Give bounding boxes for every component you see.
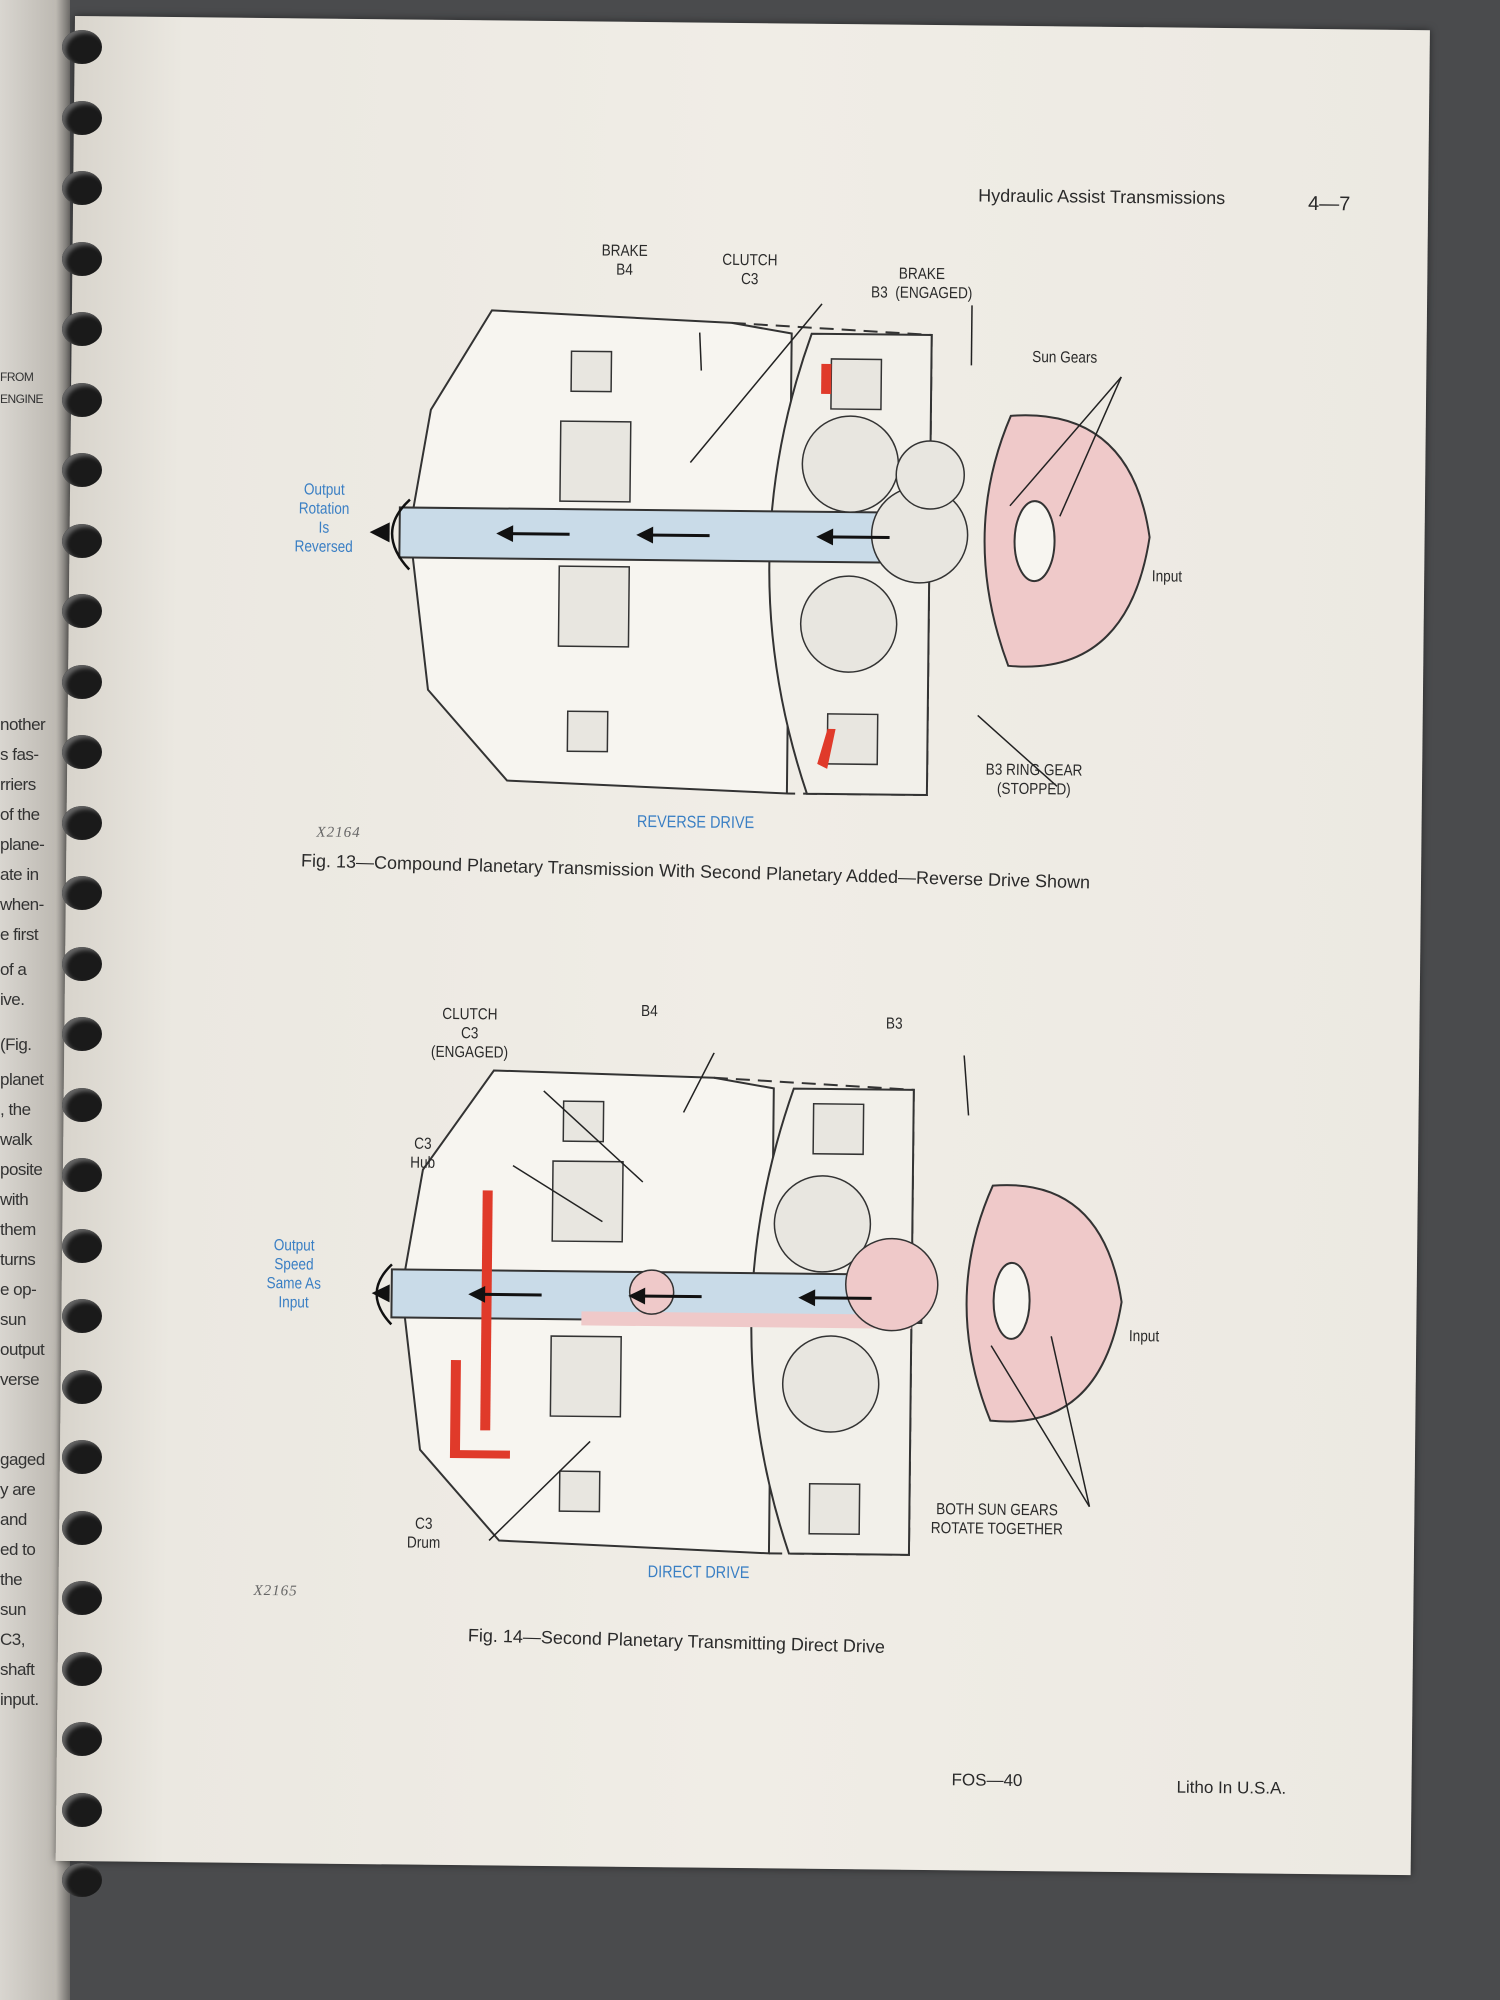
figure-14-diagram xyxy=(371,1052,1123,1556)
spiral-binding-ring xyxy=(62,1158,102,1192)
figure-13-diagram xyxy=(369,303,1151,796)
facing-page-text-fragment: them xyxy=(0,1220,36,1239)
spiral-binding-ring xyxy=(62,1228,102,1263)
facing-page-text-fragment: ENGINE xyxy=(0,392,44,406)
spiral-binding-ring xyxy=(62,30,102,64)
figure-13-code: X2164 xyxy=(316,824,361,842)
form-number: FOS—40 xyxy=(951,1770,1023,1791)
facing-page-text-fragment: e op- xyxy=(0,1280,37,1299)
spiral-binding-ring xyxy=(62,664,102,699)
spiral-binding-ring xyxy=(62,1792,102,1827)
label-c3-hub: C3 Hub xyxy=(410,1135,436,1172)
spiral-binding-ring xyxy=(62,523,102,558)
facing-page-text-fragment: sun xyxy=(0,1600,26,1619)
label-b4: B4 xyxy=(640,1002,658,1021)
label-input: Input xyxy=(1128,1328,1160,1346)
spiral-binding-ring xyxy=(62,1863,102,1897)
spiral-binding-ring xyxy=(62,1299,102,1333)
facing-page-text-fragment: ive. xyxy=(0,990,25,1009)
spiral-binding-ring xyxy=(62,382,102,417)
mode-reverse-drive: REVERSE DRIVE xyxy=(636,811,755,833)
spiral-binding-ring xyxy=(62,312,102,346)
spiral-binding-ring xyxy=(62,735,102,769)
label-brake-b4: BRAKE B4 xyxy=(601,242,648,279)
figure-13-caption: Fig. 13—Compound Planetary Transmission … xyxy=(300,850,1091,893)
facing-page-text-fragment: input. xyxy=(0,1690,39,1709)
facing-page-text-fragment: (Fig. xyxy=(0,1035,32,1054)
page-number: 4—7 xyxy=(1307,192,1351,216)
label-both-sun-gears: BOTH SUN GEARS ROTATE TOGETHER xyxy=(930,1501,1063,1539)
facing-page-text-fragment: shaft xyxy=(0,1660,35,1679)
spiral-binding-ring xyxy=(62,1369,102,1404)
litho-note: Litho In U.S.A. xyxy=(1176,1777,1287,1798)
facing-page-text-fragment: gaged xyxy=(0,1450,45,1469)
facing-page-text-fragment: rriers xyxy=(0,775,36,794)
facing-page-text-fragment: ed to xyxy=(0,1540,36,1559)
facing-page-text-fragment: FROM xyxy=(0,370,34,384)
spiral-binding-ring xyxy=(62,1651,102,1686)
document-page: Hydraulic Assist Transmissions 4—7 xyxy=(55,16,1430,1876)
mode-direct-drive: DIRECT DRIVE xyxy=(647,1562,750,1583)
figure-14-code: X2165 xyxy=(253,1582,298,1600)
facing-page-text-fragment: and xyxy=(0,1510,27,1529)
facing-page-edge: FROM ENGINE nother s fas-rriers of the plane-… xyxy=(0,0,70,2000)
label-b3-ring-gear: B3 RING GEAR (STOPPED) xyxy=(985,761,1083,799)
spiral-binding-ring xyxy=(62,1722,102,1756)
facing-page-text-fragment: sun xyxy=(0,1310,26,1329)
label-clutch-c3: CLUTCH C3 xyxy=(722,251,778,289)
spiral-binding-ring xyxy=(62,1510,102,1545)
facing-page-text-fragment: y are xyxy=(0,1480,36,1499)
spiral-binding-ring xyxy=(62,1440,102,1474)
label-b3: B3 xyxy=(885,1015,903,1033)
running-header: Hydraulic Assist Transmissions xyxy=(978,185,1226,209)
spiral-binding-ring xyxy=(62,805,102,840)
facing-page-text-fragment: C3, xyxy=(0,1630,25,1649)
facing-page-text-fragment: walk xyxy=(0,1130,33,1149)
facing-page-text-fragment: , the xyxy=(0,1100,31,1119)
facing-page-text-fragment: ate in xyxy=(0,865,39,884)
facing-page-text-fragment: plane- xyxy=(0,835,45,854)
spiral-binding-ring xyxy=(62,1581,102,1615)
label-output-same-speed: Output Speed Same As Input xyxy=(266,1237,322,1312)
facing-page-text-fragment: posite xyxy=(0,1160,43,1179)
spiral-binding-ring xyxy=(62,100,102,135)
facing-page-text-fragment: output xyxy=(0,1340,45,1359)
facing-page-text-fragment: nother xyxy=(0,715,46,734)
facing-page-text-fragment: the xyxy=(0,1570,23,1589)
facing-page-text-fragment: of a xyxy=(0,960,27,979)
facing-page-text-fragment: s fas- xyxy=(0,745,39,764)
label-clutch-c3-engaged: CLUTCH C3 (ENGAGED) xyxy=(430,1005,509,1062)
label-output-reversed: Output Rotation Is Reversed xyxy=(294,481,353,556)
facing-page-text-fragment: e first xyxy=(0,925,39,944)
label-c3-drum: C3 Drum xyxy=(406,1515,441,1552)
facing-page-text-fragment: verse xyxy=(0,1370,40,1389)
spiral-binding-ring xyxy=(62,453,102,487)
label-sun-gears: Sun Gears xyxy=(1032,349,1098,367)
spiral-binding-ring xyxy=(62,876,102,910)
spiral-binding-ring xyxy=(62,594,102,628)
label-input: Input xyxy=(1151,568,1183,586)
spiral-binding-ring xyxy=(62,1087,102,1122)
facing-page-text-fragment: turns xyxy=(0,1250,36,1269)
figure-14-caption: Fig. 14—Second Planetary Transmitting Di… xyxy=(467,1625,886,1657)
facing-page-text-fragment: of the xyxy=(0,805,40,824)
spiral-binding-ring xyxy=(62,1017,102,1051)
spiral-binding-ring xyxy=(62,241,102,276)
facing-page-text-fragment: planet xyxy=(0,1070,44,1089)
facing-page-text-fragment: with xyxy=(0,1190,29,1209)
spiral-binding-ring xyxy=(62,171,102,205)
spiral-binding-ring xyxy=(62,946,102,981)
label-brake-b3-engaged: BRAKE B3 (ENGAGED) xyxy=(870,265,973,303)
facing-page-text-fragment: when- xyxy=(0,895,44,914)
